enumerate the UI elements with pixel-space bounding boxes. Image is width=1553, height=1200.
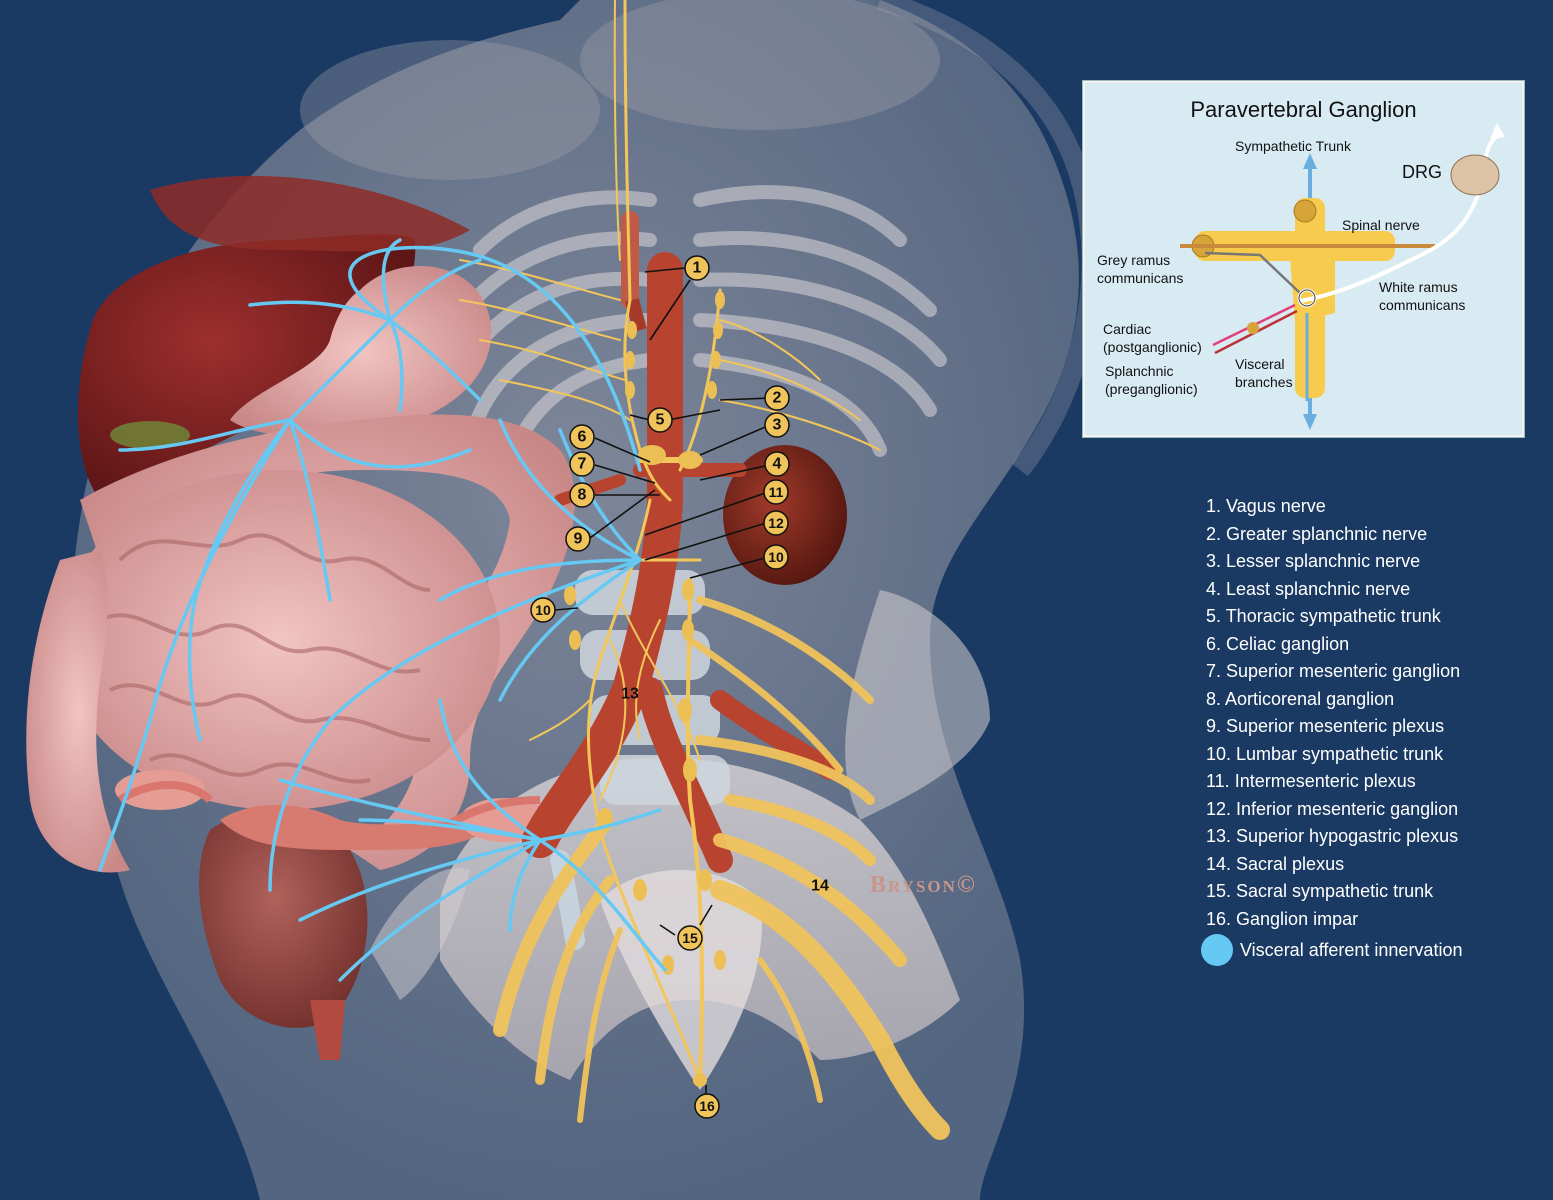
callout-13: 13	[621, 686, 639, 703]
legend-item: 15. Sacral sympathetic trunk	[1206, 881, 1434, 901]
inset-title: Paravertebral Ganglion	[1190, 97, 1417, 122]
svg-text:12: 12	[768, 515, 784, 531]
legend-item: 7. Superior mesenteric ganglion	[1206, 661, 1461, 681]
legend-item: 8. Aorticorenal ganglion	[1206, 688, 1395, 709]
label-visceral-branches: Visceral branches	[1235, 356, 1293, 390]
callout-leaders	[554, 267, 771, 1095]
bladder	[199, 812, 368, 1028]
svg-text:15: 15	[682, 930, 698, 946]
callout-5: 5	[647, 407, 673, 433]
visceral-afferent-lines	[98, 238, 667, 982]
svg-text:6: 6	[578, 429, 587, 446]
legend-item: 5. Thoracic sympathetic trunk	[1206, 606, 1441, 626]
callout-10-lumbar-left: 10	[530, 597, 556, 623]
ganglia-chain	[564, 291, 726, 1087]
callout-14: 14	[811, 878, 829, 895]
ganglion-diagram	[1180, 123, 1505, 430]
svg-text:10: 10	[535, 602, 551, 618]
legend-item: 13. Superior hypogastric plexus	[1206, 826, 1459, 846]
legend-item: 9. Superior mesenteric plexus	[1206, 716, 1445, 736]
svg-text:5: 5	[656, 412, 665, 429]
svg-text:10: 10	[768, 549, 784, 565]
callout-3: 3	[764, 412, 790, 438]
svg-text:7: 7	[578, 456, 587, 473]
blue-dot-icon	[1201, 933, 1233, 966]
legend: 1. Vagus nerve 2. Greater splanchnic ner…	[1201, 494, 1546, 966]
label-cardiac: Cardiac (postganglionic)	[1103, 321, 1202, 355]
legend-item: 4. Least splanchnic nerve	[1206, 578, 1411, 599]
legend-item: 2. Greater splanchnic nerve	[1206, 523, 1428, 544]
callout-2: 2	[764, 385, 790, 411]
legend-item: 14. Sacral plexus	[1206, 853, 1345, 874]
label-grey-ramus: Grey ramus communicans	[1097, 252, 1184, 286]
svg-text:4: 4	[773, 456, 782, 473]
callout-8: 8	[569, 482, 595, 508]
svg-text:8: 8	[578, 487, 587, 504]
callout-7: 7	[569, 451, 595, 477]
callout-12: 12	[763, 510, 789, 536]
svg-text:3: 3	[773, 417, 782, 434]
colon	[80, 414, 575, 870]
svg-text:16: 16	[699, 1098, 715, 1114]
legend-item: 12. Inferior mesenteric ganglion	[1206, 798, 1459, 819]
callout-11: 11	[763, 479, 789, 505]
callout-4: 4	[764, 451, 790, 477]
callout-15: 15	[677, 925, 703, 951]
label-sympathetic-trunk: Sympathetic Trunk	[1235, 138, 1351, 154]
svg-text:9: 9	[574, 531, 583, 548]
legend-item: 6. Celiac ganglion	[1206, 633, 1350, 654]
uterus	[220, 805, 500, 850]
callout-16: 16	[694, 1093, 720, 1119]
callout-9: 9	[565, 526, 591, 552]
legend-item-visceral-afferent: Visceral afferent innervation	[1201, 933, 1546, 966]
legend-item: 3. Lesser splanchnic nerve	[1206, 551, 1421, 571]
paravertebral-ganglion-inset: Paravertebral Ganglion Sympathetic Trunk…	[1083, 81, 1524, 437]
label-white-ramus: White ramus communicans	[1379, 279, 1466, 313]
svg-text:1: 1	[693, 260, 702, 277]
svg-text:13: 13	[621, 686, 639, 703]
svg-text:11: 11	[769, 484, 784, 500]
svg-text:14: 14	[811, 878, 829, 895]
sacral-plexus	[493, 596, 950, 1140]
label-splanchnic: Splanchnic (preganglionic)	[1105, 363, 1198, 397]
legend-item: 10. Lumbar sympathetic trunk	[1206, 743, 1444, 764]
legend-item: 1. Vagus nerve	[1206, 496, 1326, 516]
artist-watermark: Bryson©	[870, 872, 977, 898]
legend-item: 16. Ganglion impar	[1206, 908, 1359, 929]
callout-6: 6	[569, 424, 595, 450]
callout-10-lumbar-right: 10	[763, 544, 789, 570]
label-drg: DRG	[1402, 162, 1442, 182]
callout-1: 1	[684, 255, 710, 281]
svg-text:2: 2	[773, 390, 782, 407]
legend-afferent-label: Visceral afferent innervation	[1240, 939, 1463, 960]
label-spinal-nerve: Spinal nerve	[1342, 217, 1420, 233]
small-intestine	[60, 470, 500, 810]
legend-item: 11. Intermesenteric plexus	[1206, 771, 1416, 791]
